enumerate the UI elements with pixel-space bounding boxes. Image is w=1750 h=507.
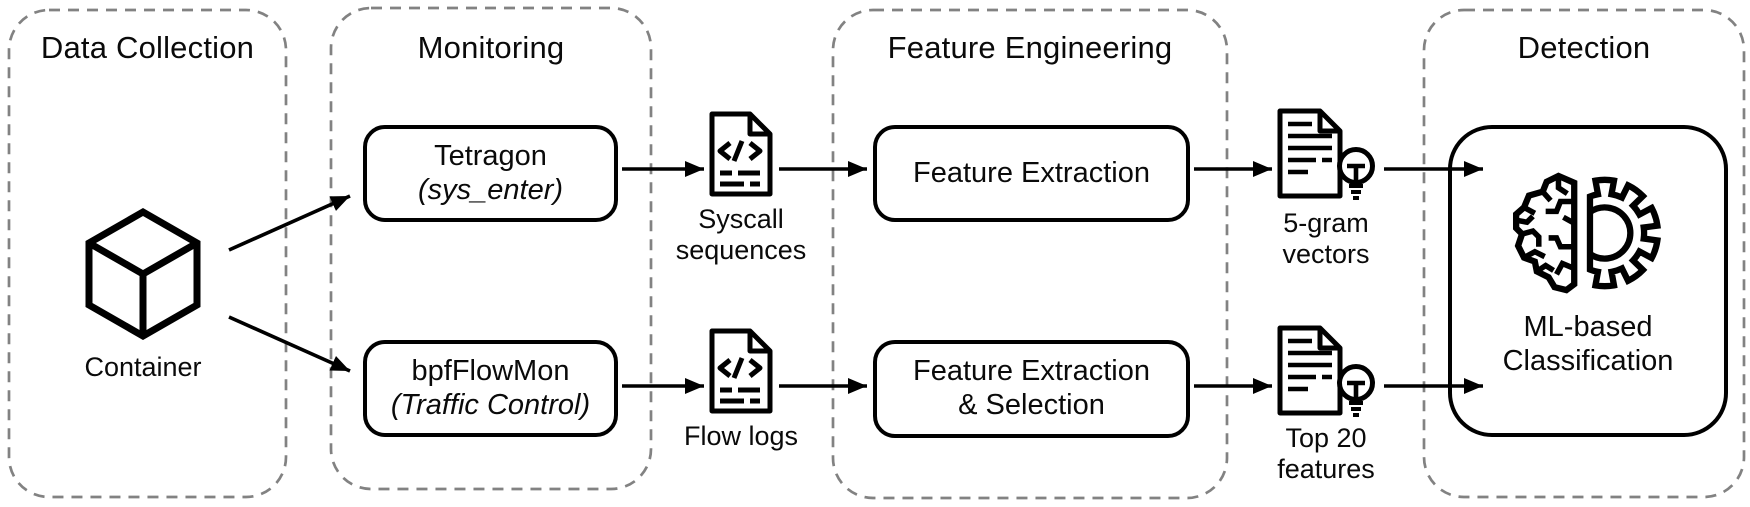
bpfflowmon-name: bpfFlowMon <box>411 354 570 387</box>
node-bpfflowmon: bpfFlowMon (Traffic Control) <box>363 340 618 437</box>
flowlogs-caption: Flow logs <box>641 421 841 452</box>
ml-label-line2: Classification <box>1502 344 1674 377</box>
node-feature-extraction: Feature Extraction <box>873 125 1190 222</box>
section-title-detection: Detection <box>1517 30 1651 65</box>
arrow-container-to-tetragon <box>228 194 351 252</box>
arrow-container-to-bpfflowmon <box>228 315 351 373</box>
fivegram-caption-line1: 5-gram <box>1283 208 1369 238</box>
section-title-monitoring: Monitoring <box>417 30 565 65</box>
node-ml-classification: ML-based Classification <box>1448 125 1728 437</box>
fivegram-caption-line2: vectors <box>1282 238 1370 269</box>
fivegram-caption: 5-gram vectors <box>1226 208 1426 269</box>
bpfflowmon-detail: (Traffic Control) <box>390 388 591 421</box>
code-document-icon <box>708 111 774 197</box>
code-document-icon <box>708 328 774 414</box>
syscall-caption-line2: sequences <box>675 234 807 265</box>
node-tetragon: Tetragon (sys_enter) <box>363 125 618 222</box>
top20-caption-line1: Top 20 <box>1285 423 1367 453</box>
node-feature-extraction-selection: Feature Extraction & Selection <box>873 340 1190 438</box>
section-title-data-collection: Data Collection <box>40 30 255 65</box>
brain-gear-icon <box>1509 171 1667 297</box>
document-lightbulb-icon <box>1276 108 1378 204</box>
syscall-caption-line1: Syscall <box>698 204 784 234</box>
feature-extraction-label: Feature Extraction <box>913 156 1150 189</box>
container-label: Container <box>84 352 202 382</box>
top20-caption-line2: features <box>1277 453 1375 484</box>
fes-label-line1: Feature Extraction <box>913 355 1150 388</box>
cube-icon <box>83 206 203 340</box>
ml-label-line1: ML-based <box>1523 311 1653 343</box>
top20-caption: Top 20 features <box>1226 423 1426 484</box>
syscall-caption: Syscall sequences <box>641 204 841 265</box>
tetragon-name: Tetragon <box>434 139 547 172</box>
fes-label-line2: & Selection <box>958 389 1105 421</box>
document-lightbulb-icon <box>1276 325 1378 421</box>
section-title-feature-eng: Feature Engineering <box>887 30 1173 65</box>
tetragon-detail: (sys_enter) <box>417 173 564 206</box>
flowlogs-caption-line1: Flow logs <box>683 421 799 451</box>
